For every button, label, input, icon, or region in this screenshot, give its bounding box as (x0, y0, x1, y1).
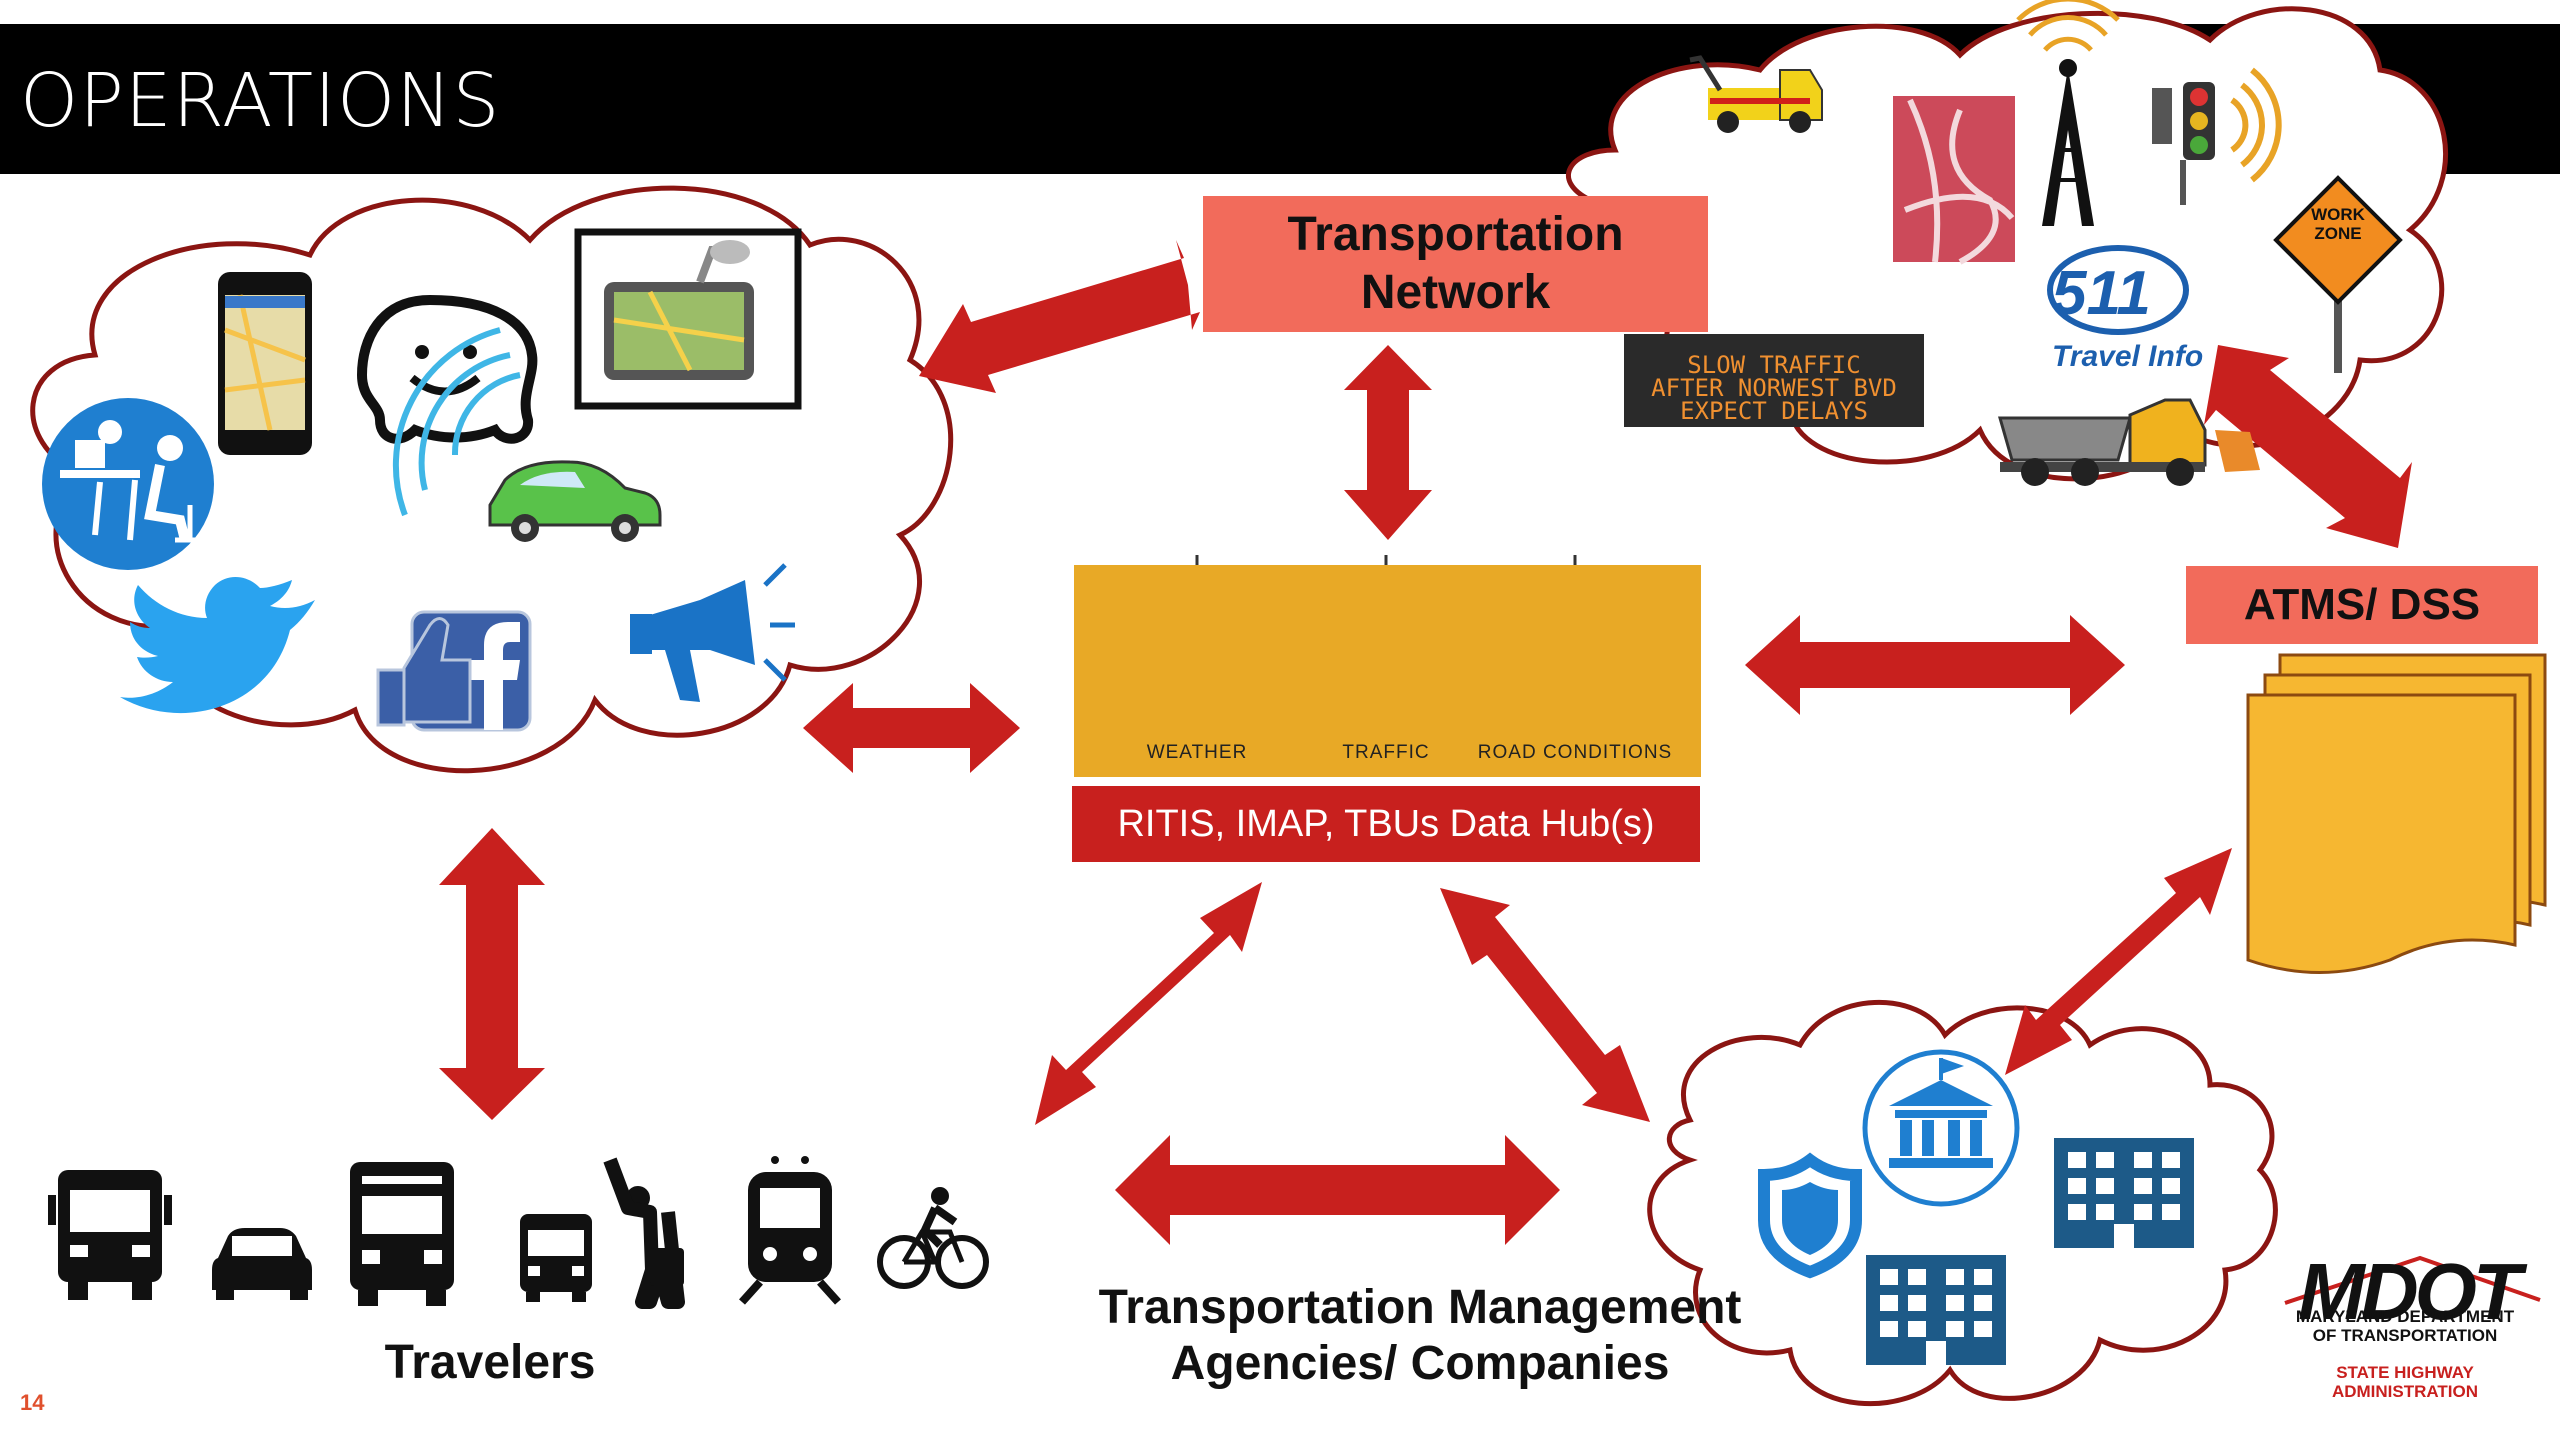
travelers-label: Travelers (384, 1336, 596, 1389)
sha-logo-text: STATE HIGHWAY ADMINISTRATION (2331, 1363, 2479, 1401)
government-building-icon (1862, 1049, 2020, 1207)
arrow-hub-travelers (1035, 882, 1262, 1125)
document-stack-icon (2246, 653, 2547, 974)
agencies-label: Transportation Management Agencies/ Comp… (1098, 1281, 1742, 1390)
arrow-hub-atms (1745, 615, 2125, 715)
work-zone-sign-text: WORK ZONE (2311, 205, 2365, 243)
arrow-apps-hub (803, 683, 1020, 773)
car-icon (212, 1228, 312, 1300)
bus-icon (48, 1170, 172, 1300)
desk-worker-icon (42, 398, 214, 570)
work-zone-sign-icon (2273, 175, 2403, 373)
mdot-logo-swoosh (2284, 1255, 2541, 1305)
smartphone-map-icon (218, 272, 312, 455)
mdot-logo-text: MARYLAND DEPARTMENT OF TRANSPORTATION (2295, 1307, 2515, 1345)
bicycle-icon (877, 1187, 989, 1289)
info-511-label: Travel Info (2052, 340, 2204, 373)
plow-truck-icon (1998, 398, 2260, 486)
weather-db-label: WEATHER (1146, 742, 1248, 763)
traffic-signal-icon (2152, 67, 2282, 205)
office-building-icon-2 (1866, 1255, 2006, 1365)
megaphone-icon (630, 563, 795, 702)
connection-arrows (439, 240, 2412, 1245)
train-icon (739, 1156, 841, 1305)
data-hub-label: RITIS, IMAP, TBUs Data Hub(s) (1072, 786, 1700, 862)
data-hub-panel (1074, 565, 1701, 777)
waze-icon (356, 294, 538, 444)
connected-car-icon (392, 327, 662, 542)
tow-truck-icon (1689, 55, 1823, 133)
variable-message-sign: SLOW TRAFFIC AFTER NORWEST BVD EXPECT DE… (1624, 334, 1924, 427)
arrow-devices-atms (2204, 345, 2412, 548)
arrow-network-apps (919, 240, 1200, 393)
arrow-hub-agencies (1440, 888, 1650, 1122)
office-building-icon (2054, 1138, 2194, 1248)
hitchhiker-icon (603, 1157, 685, 1309)
arrow-apps-travelers (439, 828, 545, 1120)
page-number: 14 (20, 1390, 45, 1415)
arrow-network-hub (1344, 345, 1432, 540)
transportation-network-node: Transportation Network (1203, 196, 1708, 332)
atms-dss-node: ATMS/ DSS (2186, 566, 2538, 644)
truck-icon (350, 1162, 454, 1306)
arrow-docs-agencies (2005, 848, 2232, 1075)
mdot-logo: MDOT (2298, 1247, 2522, 1336)
twitter-icon (120, 577, 315, 714)
facebook-like-icon (376, 610, 532, 732)
road-conditions-db-label: ROAD CONDITIONS (1477, 742, 1673, 763)
minibus-icon (520, 1214, 592, 1302)
gps-device-icon (574, 228, 802, 410)
info-511-icon (2047, 245, 2189, 335)
interchange-map-icon (1893, 96, 2015, 265)
shield-icon (1758, 1152, 1862, 1279)
radio-tower-icon (2016, 0, 2120, 226)
traffic-db-label: TRAFFIC (1342, 742, 1430, 763)
info-511-number: 511 (2052, 259, 2151, 328)
slide-title: OPERATIONS (20, 58, 501, 144)
arrow-travelers-agencies (1115, 1135, 1560, 1245)
